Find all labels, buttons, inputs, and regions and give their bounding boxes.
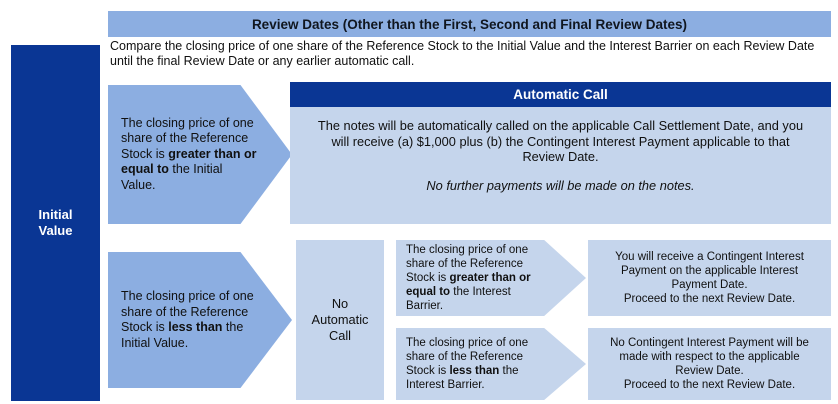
condition-above-barrier-emphasis: greater than or equal to <box>406 272 531 298</box>
initial-value-label: Initial Value <box>38 207 73 238</box>
condition-arrow-above-interest-barrier: The closing price of one share of the Re… <box>396 240 586 316</box>
condition-above-barrier-pre: The closing price of one share of the Re… <box>406 244 529 284</box>
condition-below-barrier-post: the Interest Barrier. <box>406 365 519 391</box>
outcome-2-line-2: made with respect to the applicable <box>619 351 800 363</box>
outcome-1-line-1: You will receive a Contingent Interest <box>615 251 804 263</box>
review-dates-description: Compare the closing price of one share o… <box>110 39 815 68</box>
review-dates-header: Review Dates (Other than the First, Seco… <box>108 11 831 37</box>
condition-above-pre: The closing price of one share of the Re… <box>121 115 254 161</box>
outcome-2-line-4: Proceed to the next Review Date. <box>623 379 796 391</box>
condition-below-barrier-text: The closing price of one share of the Re… <box>406 336 546 392</box>
condition-arrow-below-interest-barrier: The closing price of one share of the Re… <box>396 328 586 400</box>
automatic-call-note: No further payments will be made on the … <box>426 177 695 193</box>
condition-below-barrier-emphasis: less than <box>449 365 500 377</box>
outcome-1-line-4: Proceed to the next Review Date. <box>623 293 796 305</box>
condition-above-initial-value-text: The closing price of one share of the Re… <box>121 116 258 194</box>
condition-below-barrier-pre: The closing price of one share of the Re… <box>406 337 529 377</box>
condition-above-emphasis: greater than or equal to <box>121 146 257 177</box>
automatic-call-title: Automatic Call <box>290 82 831 107</box>
no-automatic-call-label: No Automatic Call <box>311 296 369 343</box>
condition-above-post: the Initial Value. <box>121 162 223 192</box>
condition-arrow-above-initial-value: The closing price of one share of the Re… <box>108 85 292 224</box>
outcome-2-line-1: No Contingent Interest Payment will be <box>610 337 809 349</box>
condition-above-barrier-text: The closing price of one share of the Re… <box>406 243 546 313</box>
outcome-1-line-2: Payment on the applicable Interest <box>620 265 799 277</box>
outcome-1-line-3: Payment Date. <box>671 279 748 291</box>
condition-below-emphasis: less than <box>168 320 223 334</box>
automatic-call-panel: Automatic Call The notes will be automat… <box>290 82 831 224</box>
outcome-box-no-interest-paid: No Contingent Interest Payment will be m… <box>588 328 831 400</box>
initial-value-bar: Initial Value <box>11 45 100 401</box>
condition-above-barrier-post: the Interest Barrier. <box>406 286 511 312</box>
condition-arrow-below-initial-value: The closing price of one share of the Re… <box>108 252 292 388</box>
review-dates-title: Review Dates (Other than the First, Seco… <box>251 16 688 32</box>
automatic-call-description: The notes will be automatically called o… <box>317 118 804 164</box>
automatic-call-body: The notes will be automatically called o… <box>290 107 831 224</box>
condition-below-post: the Initial Value. <box>121 320 244 350</box>
condition-below-initial-value-text: The closing price of one share of the Re… <box>121 289 258 351</box>
outcome-box-interest-paid: You will receive a Contingent Interest P… <box>588 240 831 316</box>
condition-below-pre: The closing price of one share of the Re… <box>121 289 254 334</box>
no-automatic-call-box: No Automatic Call <box>296 240 384 400</box>
outcome-2-line-3: Review Date. <box>675 365 744 377</box>
